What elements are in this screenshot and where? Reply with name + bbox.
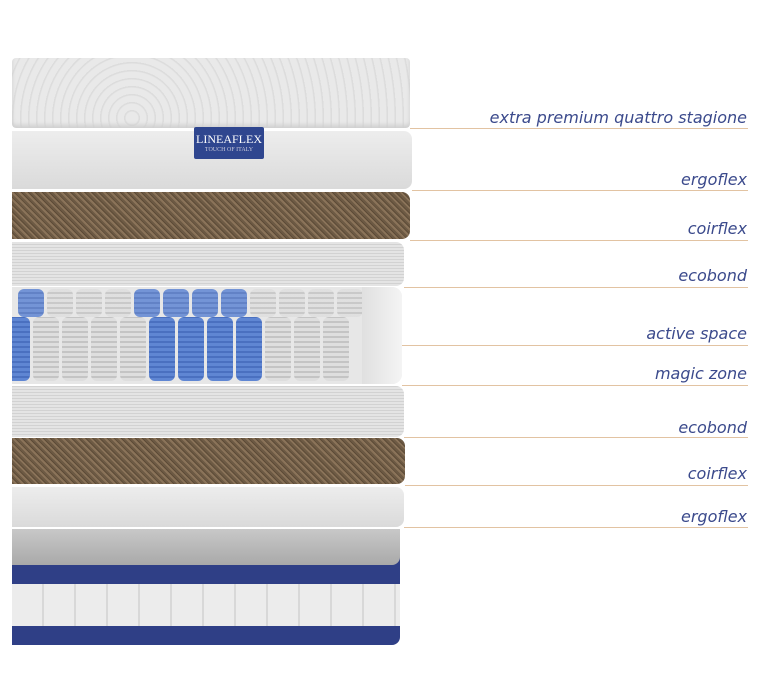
layer-label: ergoflex bbox=[680, 170, 747, 189]
spring-coil bbox=[18, 289, 44, 317]
spring-coil bbox=[308, 289, 334, 317]
spring-coil bbox=[323, 317, 349, 381]
ergoflex-layer-bottom bbox=[12, 487, 404, 527]
base-quilted-band bbox=[12, 584, 400, 626]
layer-label: active space bbox=[646, 324, 747, 343]
leader-line bbox=[410, 128, 748, 129]
active-space-springs bbox=[12, 287, 402, 384]
spring-coil bbox=[250, 289, 276, 317]
spring-coil bbox=[163, 289, 189, 317]
spring-coil bbox=[105, 289, 131, 317]
spring-coil bbox=[91, 317, 117, 381]
leader-line bbox=[405, 485, 748, 486]
layer-label: ecobond bbox=[678, 266, 747, 285]
logo-subtext: TOUCH OF ITALY bbox=[204, 147, 254, 153]
leader-line bbox=[402, 385, 748, 386]
edge-support bbox=[362, 287, 402, 384]
spring-coil bbox=[62, 317, 88, 381]
layer-label: coirflex bbox=[687, 219, 747, 238]
spring-coil bbox=[134, 289, 160, 317]
spring-coil bbox=[337, 289, 363, 317]
leader-line bbox=[404, 287, 748, 288]
layer-label: coirflex bbox=[687, 464, 747, 483]
leader-line bbox=[402, 345, 748, 346]
spring-coil bbox=[178, 317, 204, 381]
spring-coil bbox=[149, 317, 175, 381]
spring-coil bbox=[265, 317, 291, 381]
coirflex-layer-bottom bbox=[12, 438, 405, 484]
layer-label: extra premium quattro stagione bbox=[489, 108, 747, 127]
leader-line bbox=[410, 240, 748, 241]
layer-label: ecobond bbox=[678, 418, 747, 437]
spring-coil bbox=[279, 289, 305, 317]
cover-layer bbox=[12, 58, 410, 128]
spring-coil bbox=[207, 317, 233, 381]
logo-text: LINEAFLEX bbox=[196, 132, 262, 146]
spring-coil bbox=[76, 289, 102, 317]
spring-coil bbox=[47, 289, 73, 317]
leader-line bbox=[412, 190, 748, 191]
spring-coil bbox=[192, 289, 218, 317]
spring-coil bbox=[294, 317, 320, 381]
base-foam bbox=[12, 529, 400, 565]
ecobond-layer-bottom bbox=[12, 386, 404, 437]
layer-label: ergoflex bbox=[680, 507, 747, 526]
spring-coil bbox=[33, 317, 59, 381]
leader-line bbox=[404, 527, 748, 528]
leader-line bbox=[404, 437, 748, 438]
spring-coil bbox=[12, 317, 30, 381]
spring-coil bbox=[236, 317, 262, 381]
spring-coil bbox=[221, 289, 247, 317]
base-layer bbox=[12, 529, 400, 645]
ecobond-layer-top bbox=[12, 242, 404, 286]
spring-coil bbox=[120, 317, 146, 381]
coirflex-layer-top bbox=[12, 192, 410, 239]
layer-label: magic zone bbox=[654, 364, 747, 383]
